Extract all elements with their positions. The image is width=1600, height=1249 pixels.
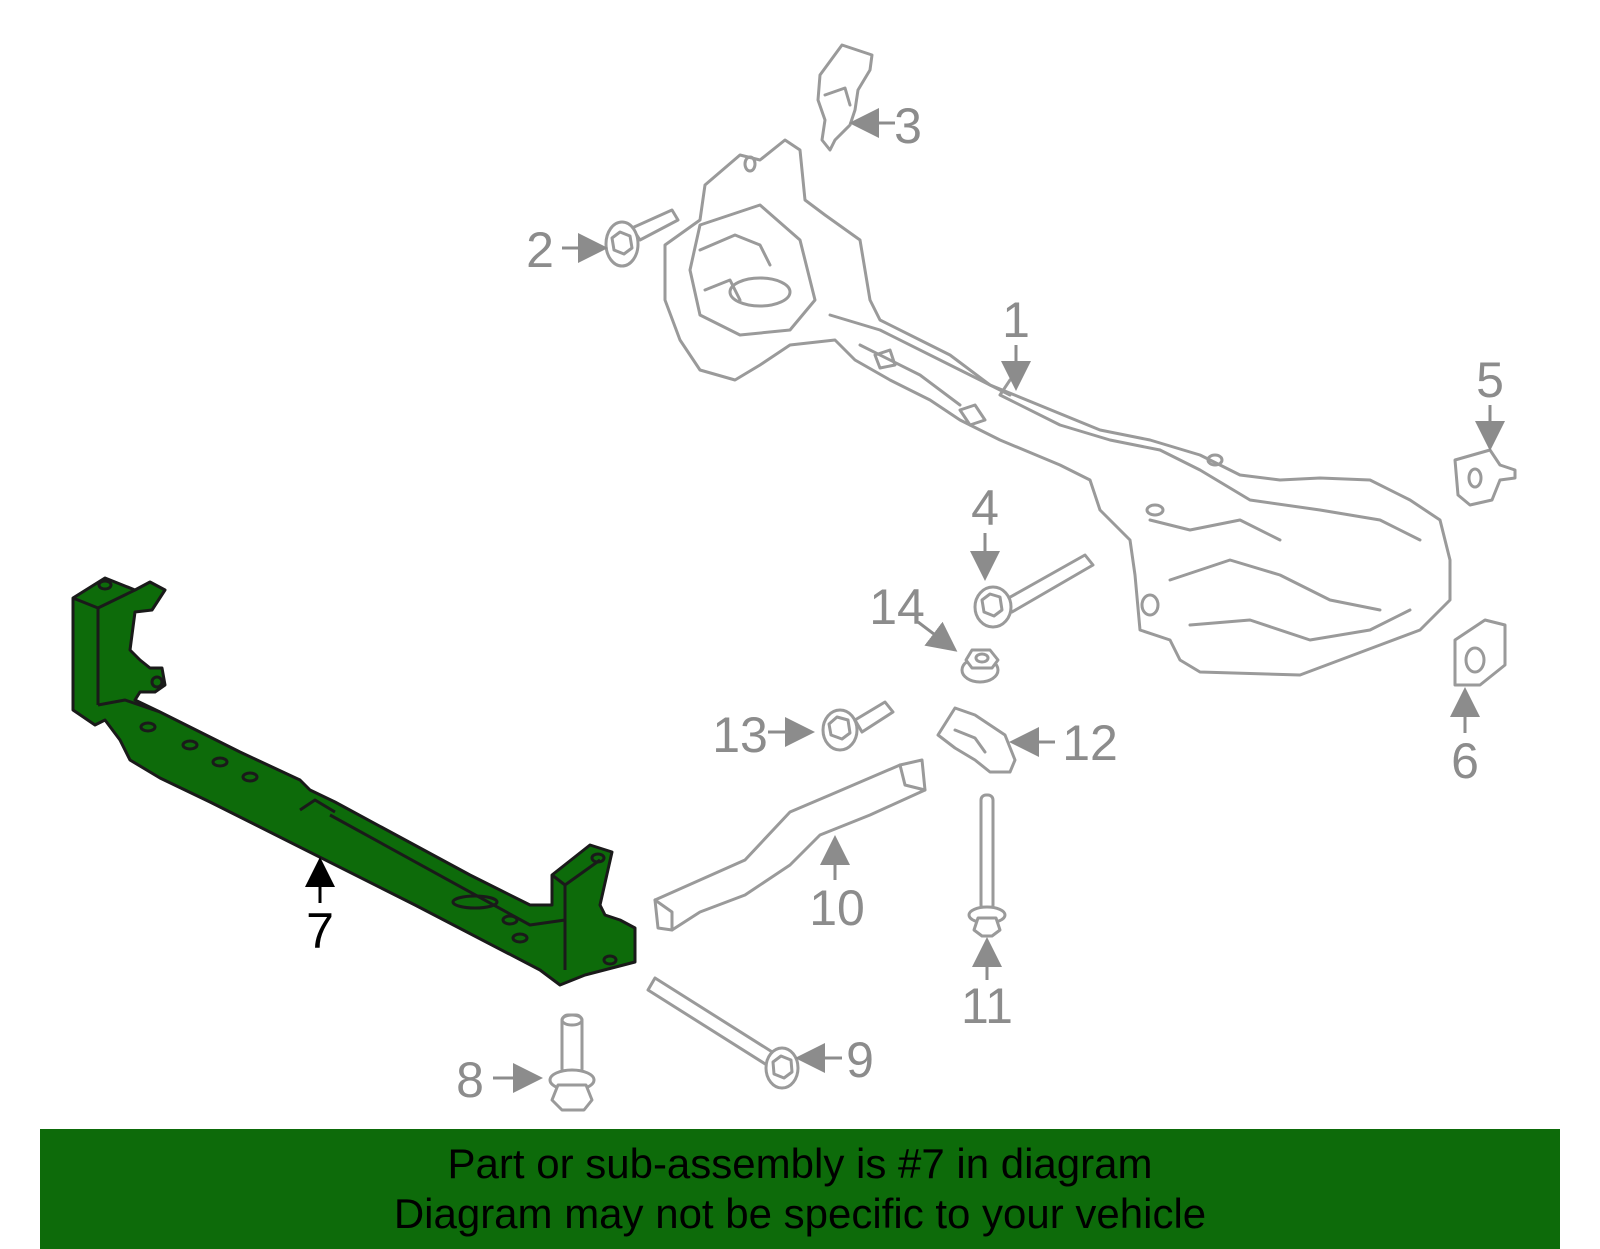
callout-14: 14 xyxy=(869,579,925,635)
part-1-crossmember xyxy=(663,138,1452,677)
callout-3: 3 xyxy=(894,98,922,154)
callout-12: 12 xyxy=(1062,715,1118,771)
callout-10: 10 xyxy=(809,880,865,936)
caption-banner: Part or sub-assembly is #7 in diagram Di… xyxy=(40,1129,1560,1249)
part-4-bolt xyxy=(973,553,1095,629)
part-3-bracket xyxy=(816,43,874,152)
part-14-nut xyxy=(960,648,1000,684)
part-2-bolt xyxy=(604,208,680,268)
callout-6: 6 xyxy=(1451,733,1479,789)
callout-7-highlighted: 7 xyxy=(306,903,334,959)
part-9-bolt xyxy=(646,976,800,1090)
callout-labels: 1 2 3 4 5 6 7 8 9 10 11 12 13 14 xyxy=(306,98,1504,1108)
callout-8: 8 xyxy=(456,1052,484,1108)
callout-4: 4 xyxy=(971,480,999,536)
callout-2: 2 xyxy=(526,222,554,278)
part-11-bolt xyxy=(967,793,1007,938)
part-12-clip xyxy=(936,706,1017,774)
callout-1: 1 xyxy=(1002,292,1030,348)
callout-5: 5 xyxy=(1476,352,1504,408)
part-6-bracket xyxy=(1453,618,1507,687)
part-7-support-highlighted xyxy=(71,576,637,987)
part-5-bracket xyxy=(1453,448,1517,507)
part-10-arm xyxy=(653,758,927,932)
caption-line-2: Diagram may not be specific to your vehi… xyxy=(393,1190,1207,1237)
callout-9: 9 xyxy=(846,1032,874,1088)
part-8-bolt xyxy=(548,1013,596,1112)
part-13-bolt xyxy=(821,700,895,752)
callout-13: 13 xyxy=(712,707,768,763)
callout-11: 11 xyxy=(961,978,1013,1034)
caption-line-1: Part or sub-assembly is #7 in diagram xyxy=(447,1140,1153,1187)
leader-arrows xyxy=(305,108,1505,1093)
